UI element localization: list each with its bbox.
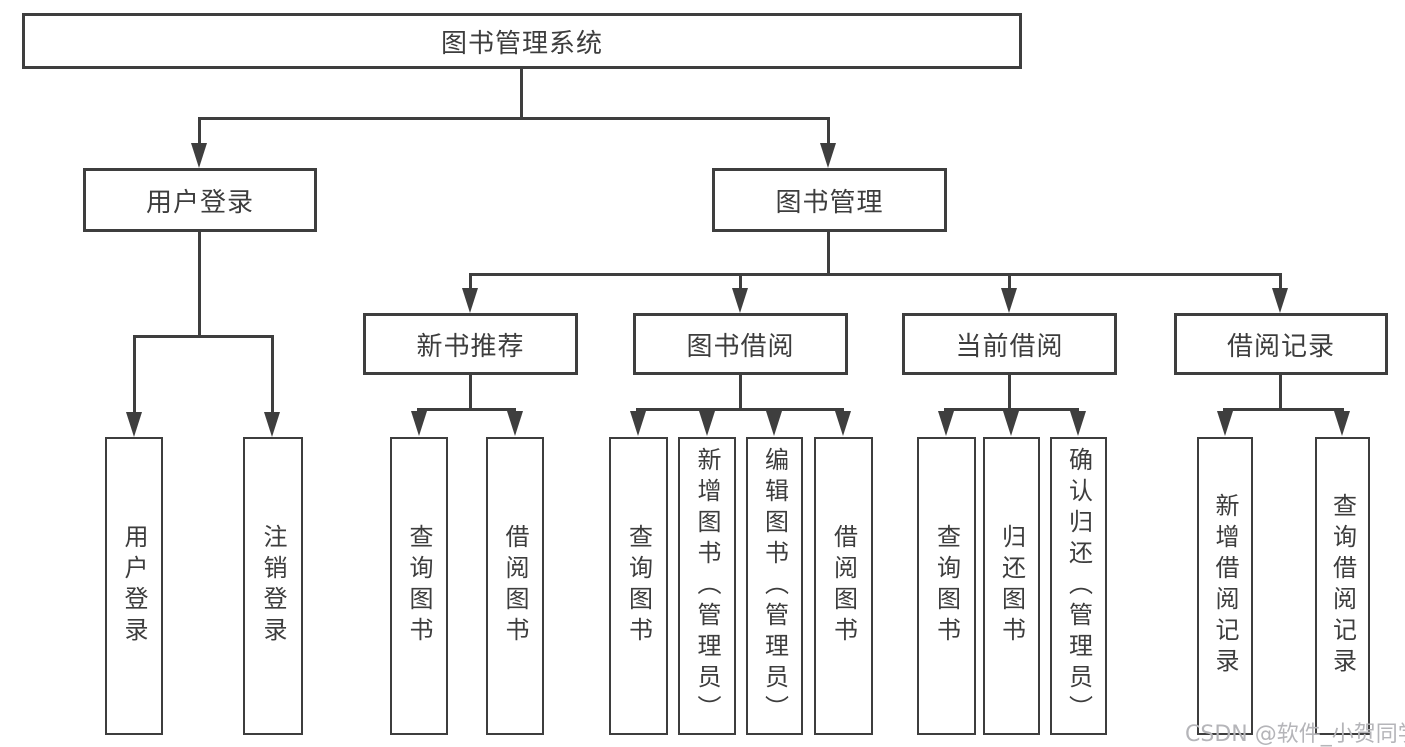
node-label: 当前借阅 <box>955 331 1064 362</box>
connector-book-management-stem <box>827 232 830 273</box>
arrow-down-icon <box>1272 288 1288 313</box>
connector-user-login-stem <box>198 232 201 335</box>
connector-drop-book-borrowing <box>739 273 742 288</box>
leaf-label: 查询图书 <box>624 524 653 648</box>
arrow-down-icon <box>1217 411 1233 436</box>
connector-level2-rail <box>199 117 830 120</box>
connector-user-login-rail <box>133 335 274 338</box>
leaf-label: 注销登录 <box>259 524 287 648</box>
connector-br-rail <box>1223 408 1344 411</box>
arrow-down-icon <box>126 412 142 437</box>
connector-nbr-stem <box>469 375 472 408</box>
node-user-login: 用户登录 <box>83 168 317 232</box>
csdn-watermark: CSDN @软件_小贺同学 <box>1185 722 1405 747</box>
node-label: 新书推荐 <box>416 331 525 362</box>
arrow-down-icon <box>630 411 646 436</box>
leaf-user-login: 用户登录 <box>105 437 163 735</box>
connector-drop-current-borrowing <box>1008 273 1011 288</box>
connector-drop-book-management <box>827 117 830 144</box>
node-label: 图书管理 <box>775 187 884 218</box>
connector-cb-rail <box>944 408 1079 411</box>
node-current-borrowing: 当前借阅 <box>902 313 1117 375</box>
arrow-down-icon <box>411 411 427 436</box>
leaf-bb-edit-books-admin: 编辑图书（管理员） <box>746 437 803 735</box>
arrow-down-icon <box>191 143 207 168</box>
leaf-label: 用户登录 <box>120 524 148 648</box>
connector-br-stem <box>1279 375 1282 408</box>
arrow-down-icon <box>938 411 954 436</box>
leaf-cb-query-books: 查询图书 <box>917 437 976 735</box>
leaf-label: 查询图书 <box>932 524 961 648</box>
leaf-label: 新增图书（管理员） <box>693 446 721 726</box>
leaf-label: 归还图书 <box>997 524 1026 648</box>
connector-drop-user-login <box>198 117 201 144</box>
arrow-down-icon <box>699 411 715 436</box>
node-book-borrowing: 图书借阅 <box>633 313 848 375</box>
arrow-down-icon <box>264 412 280 437</box>
arrow-down-icon <box>820 143 836 168</box>
leaf-label: 查询借阅记录 <box>1328 493 1357 679</box>
arrow-down-icon <box>732 288 748 313</box>
connector-root-stem <box>520 69 523 117</box>
arrow-down-icon <box>1003 411 1019 436</box>
connector-cb-stem <box>1008 375 1011 408</box>
arrow-down-icon <box>835 411 851 436</box>
connector-drop-new-book-recommend <box>469 273 472 288</box>
arrow-down-icon <box>1001 288 1017 313</box>
connector-drop-leaf-user-login <box>133 335 136 412</box>
arrow-down-icon <box>507 411 523 436</box>
connector-drop-leaf-logout <box>271 335 274 412</box>
arrow-down-icon <box>1070 411 1086 436</box>
leaf-cb-confirm-return-admin: 确认归还（管理员） <box>1050 437 1107 735</box>
node-borrowing-records: 借阅记录 <box>1174 313 1388 375</box>
leaf-nbr-query-books: 查询图书 <box>390 437 448 735</box>
arrow-down-icon <box>1334 411 1350 436</box>
leaf-bb-add-books-admin: 新增图书（管理员） <box>678 437 736 735</box>
leaf-label: 确认归还（管理员） <box>1064 446 1093 726</box>
node-label: 图书借阅 <box>686 331 795 362</box>
leaf-label: 编辑图书（管理员） <box>760 446 789 726</box>
leaf-nbr-borrow-books: 借阅图书 <box>486 437 544 735</box>
connector-drop-borrowing-records <box>1279 273 1282 288</box>
node-new-book-recommend: 新书推荐 <box>363 313 578 375</box>
arrow-down-icon <box>766 411 782 436</box>
leaf-label: 查询图书 <box>405 524 433 648</box>
leaf-label: 借阅图书 <box>501 524 529 648</box>
leaf-cb-return-books: 归还图书 <box>983 437 1040 735</box>
connector-bb-rail <box>636 408 844 411</box>
connector-nbr-rail <box>417 408 516 411</box>
node-label: 图书管理系统 <box>440 28 603 59</box>
connector-bb-stem <box>739 375 742 408</box>
leaf-label: 新增借阅记录 <box>1211 493 1239 679</box>
leaf-label: 借阅图书 <box>829 524 858 648</box>
leaf-bb-query-books: 查询图书 <box>609 437 668 735</box>
node-root-library-management-system: 图书管理系统 <box>22 13 1022 69</box>
connector-level3-rail <box>469 273 1282 276</box>
leaf-br-add-record: 新增借阅记录 <box>1197 437 1253 735</box>
leaf-logout: 注销登录 <box>243 437 303 735</box>
arrow-down-icon <box>462 288 478 313</box>
node-book-management: 图书管理 <box>712 168 947 232</box>
node-label: 借阅记录 <box>1226 331 1335 362</box>
leaf-br-query-record: 查询借阅记录 <box>1315 437 1370 735</box>
leaf-bb-borrow-books: 借阅图书 <box>814 437 873 735</box>
node-label: 用户登录 <box>145 187 254 218</box>
